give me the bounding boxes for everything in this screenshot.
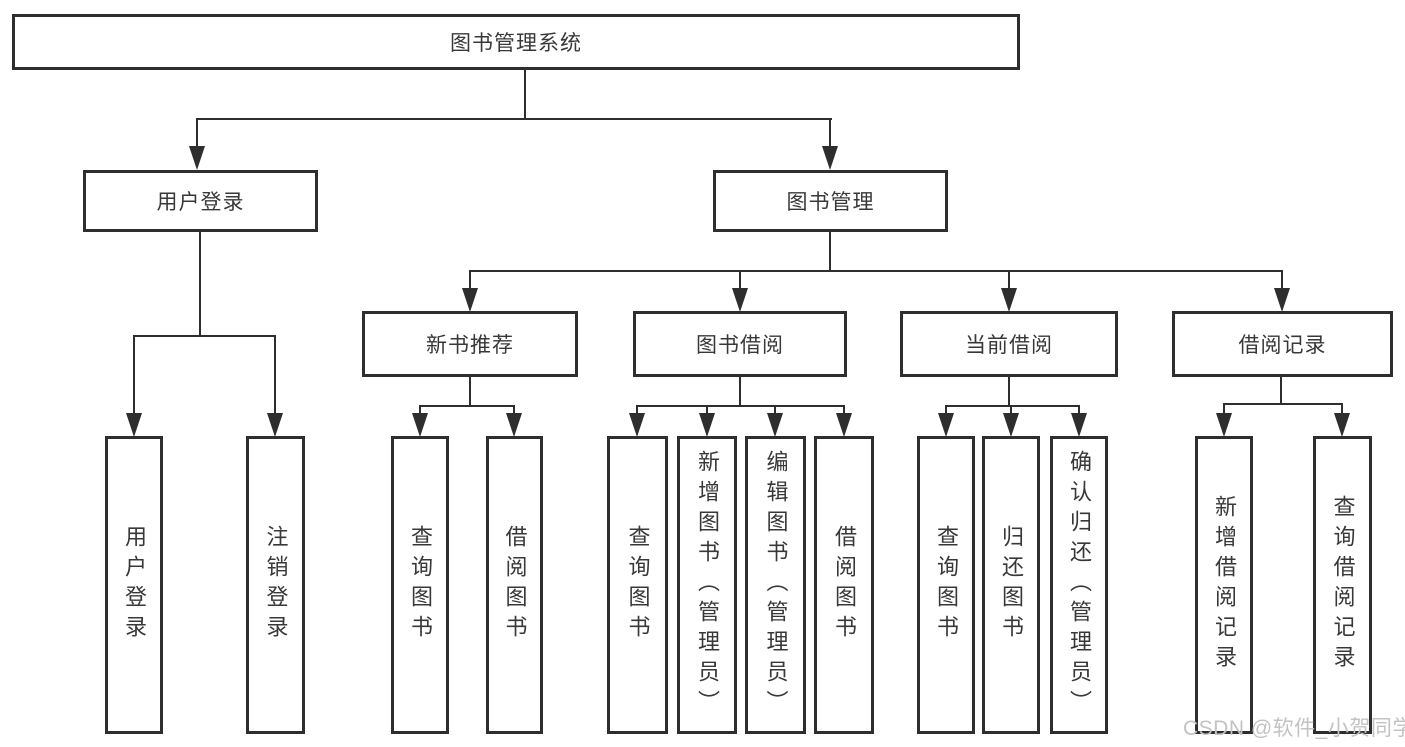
connector-line xyxy=(636,405,638,418)
node-query-books-leaf: 查询图书 xyxy=(607,436,668,734)
node-edit-books-admin-leaf: 编辑图书（管理员） xyxy=(745,436,806,734)
arrow-down-icon xyxy=(506,413,522,437)
connector-line xyxy=(1341,403,1343,418)
node-label: 注销登录 xyxy=(263,525,289,645)
node-confirm-return-admin-leaf: 确认归还（管理员） xyxy=(1050,436,1108,734)
arrow-down-icon xyxy=(126,413,142,437)
node-return-books-leaf: 归还图书 xyxy=(982,436,1040,734)
arrow-down-icon xyxy=(1216,413,1232,437)
connector-line xyxy=(133,335,276,337)
connector-line xyxy=(419,405,421,418)
connector-line xyxy=(1008,270,1010,292)
node-current-borrow: 当前借阅 xyxy=(900,311,1118,377)
arrow-down-icon xyxy=(767,413,783,437)
connector-line xyxy=(133,335,135,418)
connector-line xyxy=(524,70,526,118)
arrow-down-icon xyxy=(267,413,283,437)
connector-line xyxy=(1281,270,1283,292)
node-book-management-module: 图书管理 xyxy=(713,170,948,232)
node-add-books-admin-leaf: 新增图书（管理员） xyxy=(677,436,737,734)
node-user-login-leaf: 用户登录 xyxy=(105,436,163,734)
node-label: 查询图书 xyxy=(408,525,433,645)
arrow-down-icon xyxy=(1334,413,1350,437)
connector-line xyxy=(469,270,471,292)
connector-line xyxy=(774,405,776,418)
arrow-down-icon xyxy=(1003,413,1019,437)
node-label: 新增借阅记录 xyxy=(1212,495,1237,675)
node-label: 归还图书 xyxy=(999,525,1024,645)
node-user-login-module: 用户登录 xyxy=(83,170,318,232)
connector-line xyxy=(1008,377,1010,407)
connector-line xyxy=(1280,377,1282,405)
connector-line xyxy=(1223,403,1343,405)
node-label: 新增图书（管理员） xyxy=(695,450,720,720)
connector-line xyxy=(419,405,515,407)
node-query-books-leaf: 查询图书 xyxy=(917,436,975,734)
arrow-down-icon xyxy=(629,413,645,437)
node-label: 查询图书 xyxy=(625,525,651,645)
node-label: 确认归还（管理员） xyxy=(1067,450,1092,720)
node-label: 借阅图书 xyxy=(832,525,857,645)
connector-line xyxy=(636,405,845,407)
connector-line xyxy=(196,118,198,150)
node-logout-leaf: 注销登录 xyxy=(246,436,305,734)
node-label: 编辑图书（管理员） xyxy=(763,450,789,720)
arrow-down-icon xyxy=(462,288,478,312)
node-book-borrow: 图书借阅 xyxy=(633,311,847,377)
connector-line xyxy=(513,405,515,418)
node-label: 用户登录 xyxy=(122,525,147,645)
arrow-down-icon xyxy=(189,146,205,170)
connector-line xyxy=(829,232,831,272)
arrow-down-icon xyxy=(1001,288,1017,312)
connector-line xyxy=(274,335,276,418)
node-query-borrow-record-leaf: 查询借阅记录 xyxy=(1313,436,1372,734)
connector-line xyxy=(1010,405,1012,418)
connector-line xyxy=(469,377,471,407)
connector-line xyxy=(739,270,741,292)
arrow-down-icon xyxy=(732,288,748,312)
node-label: 借阅图书 xyxy=(502,525,528,645)
arrow-down-icon xyxy=(822,146,838,170)
arrow-down-icon xyxy=(836,413,852,437)
node-new-book-recommend: 新书推荐 xyxy=(362,311,578,377)
node-label: 查询图书 xyxy=(934,525,959,645)
arrow-down-icon xyxy=(1274,288,1290,312)
connector-line xyxy=(196,118,832,120)
connector-line xyxy=(706,405,708,418)
node-add-borrow-record-leaf: 新增借阅记录 xyxy=(1195,436,1253,734)
connector-line xyxy=(945,405,1080,407)
connector-line xyxy=(945,405,947,418)
node-label: 查询借阅记录 xyxy=(1330,495,1356,675)
arrow-down-icon xyxy=(1071,413,1087,437)
node-query-books-leaf: 查询图书 xyxy=(391,436,449,734)
connector-line xyxy=(1078,405,1080,418)
connector-line xyxy=(829,118,831,150)
node-borrow-books-leaf: 借阅图书 xyxy=(486,436,543,734)
arrow-down-icon xyxy=(699,413,715,437)
node-borrow-records: 借阅记录 xyxy=(1172,311,1393,377)
connector-line xyxy=(469,270,1283,272)
arrow-down-icon xyxy=(938,413,954,437)
node-borrow-books-leaf: 借阅图书 xyxy=(814,436,874,734)
arrow-down-icon xyxy=(412,413,428,437)
node-root-system: 图书管理系统 xyxy=(12,14,1020,70)
connector-line xyxy=(843,405,845,418)
csdn-watermark: CSDN @软件_小贺同学 xyxy=(1183,717,1405,740)
connector-line xyxy=(199,232,201,335)
connector-line xyxy=(1223,403,1225,418)
connector-line xyxy=(739,377,741,407)
